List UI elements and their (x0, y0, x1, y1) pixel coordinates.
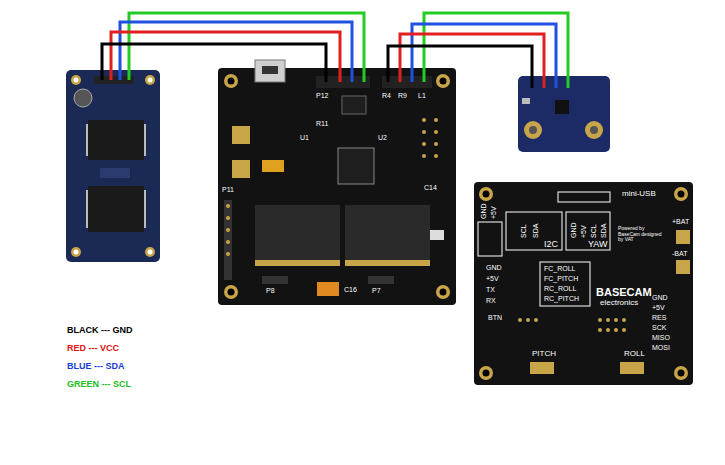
silkscreen-label: P11 (222, 186, 234, 193)
silkscreen-label: YAW (588, 240, 608, 249)
silkscreen-label: RC_ROLL (544, 285, 576, 292)
silkscreen-label: electronics (600, 299, 638, 307)
silkscreen-label: SDA (600, 224, 607, 238)
silkscreen-label: P8 (266, 287, 275, 294)
silkscreen-label: R11 (316, 120, 328, 127)
silkscreen-label: Powered by BaseCam designed by VAT (618, 226, 666, 243)
wire-color-key: RED --- VCC (67, 344, 119, 353)
silkscreen-label: SCL (520, 224, 527, 238)
silkscreen-label: ROLL (624, 350, 645, 358)
silkscreen-label: SCL (590, 224, 597, 238)
silkscreen-label: TX (486, 286, 495, 293)
silkscreen-label: FC_ROLL (544, 265, 576, 272)
silkscreen-label: GND (652, 294, 668, 301)
silkscreen-label: U1 (300, 134, 309, 141)
silkscreen-label: RC_PITCH (544, 295, 579, 302)
wire-color-key: GREEN --- SCL (67, 380, 131, 389)
silkscreen-label: GND (486, 264, 502, 271)
silkscreen-label: FC_PITCH (544, 275, 578, 282)
silkscreen-label: L1 (418, 92, 426, 99)
silkscreen-label: +5V (490, 206, 497, 219)
board-back-side (474, 182, 693, 385)
silkscreen-label: GND (570, 222, 577, 238)
silkscreen-label: MISO (652, 334, 670, 341)
silkscreen-label: C14 (424, 184, 437, 191)
silkscreen-label: BASECAM (596, 287, 652, 298)
silkscreen-label: MOSI (652, 344, 670, 351)
silkscreen-label: GND (480, 203, 487, 219)
wires (102, 13, 568, 88)
silkscreen-label: PITCH (532, 350, 556, 358)
silkscreen-label: RES (652, 314, 666, 321)
silkscreen-label: +5V (486, 275, 499, 282)
wire-color-key: BLUE --- SDA (67, 362, 125, 371)
silkscreen-label: BTN (488, 314, 502, 321)
silkscreen-label: SDA (532, 224, 539, 238)
silkscreen-label: R9 (398, 92, 407, 99)
silkscreen-label: RX (486, 297, 496, 304)
silkscreen-label: +5V (652, 304, 665, 311)
silkscreen-label: R4 (382, 92, 391, 99)
silkscreen-label: mini-USB (622, 190, 656, 198)
sensor-board (66, 70, 160, 262)
wire-color-key: BLACK --- GND (67, 326, 133, 335)
silkscreen-label: +BAT (672, 218, 689, 225)
silkscreen-label: I2C (544, 240, 558, 249)
silkscreen-label: U2 (378, 134, 387, 141)
silkscreen-label: P7 (372, 287, 381, 294)
silkscreen-label: -BAT (672, 250, 687, 257)
controller-board (218, 60, 456, 305)
silkscreen-label: +5V (580, 225, 587, 238)
silkscreen-label: P12 (316, 92, 328, 99)
silkscreen-label: SCK (652, 324, 666, 331)
silkscreen-label: C16 (344, 286, 357, 293)
